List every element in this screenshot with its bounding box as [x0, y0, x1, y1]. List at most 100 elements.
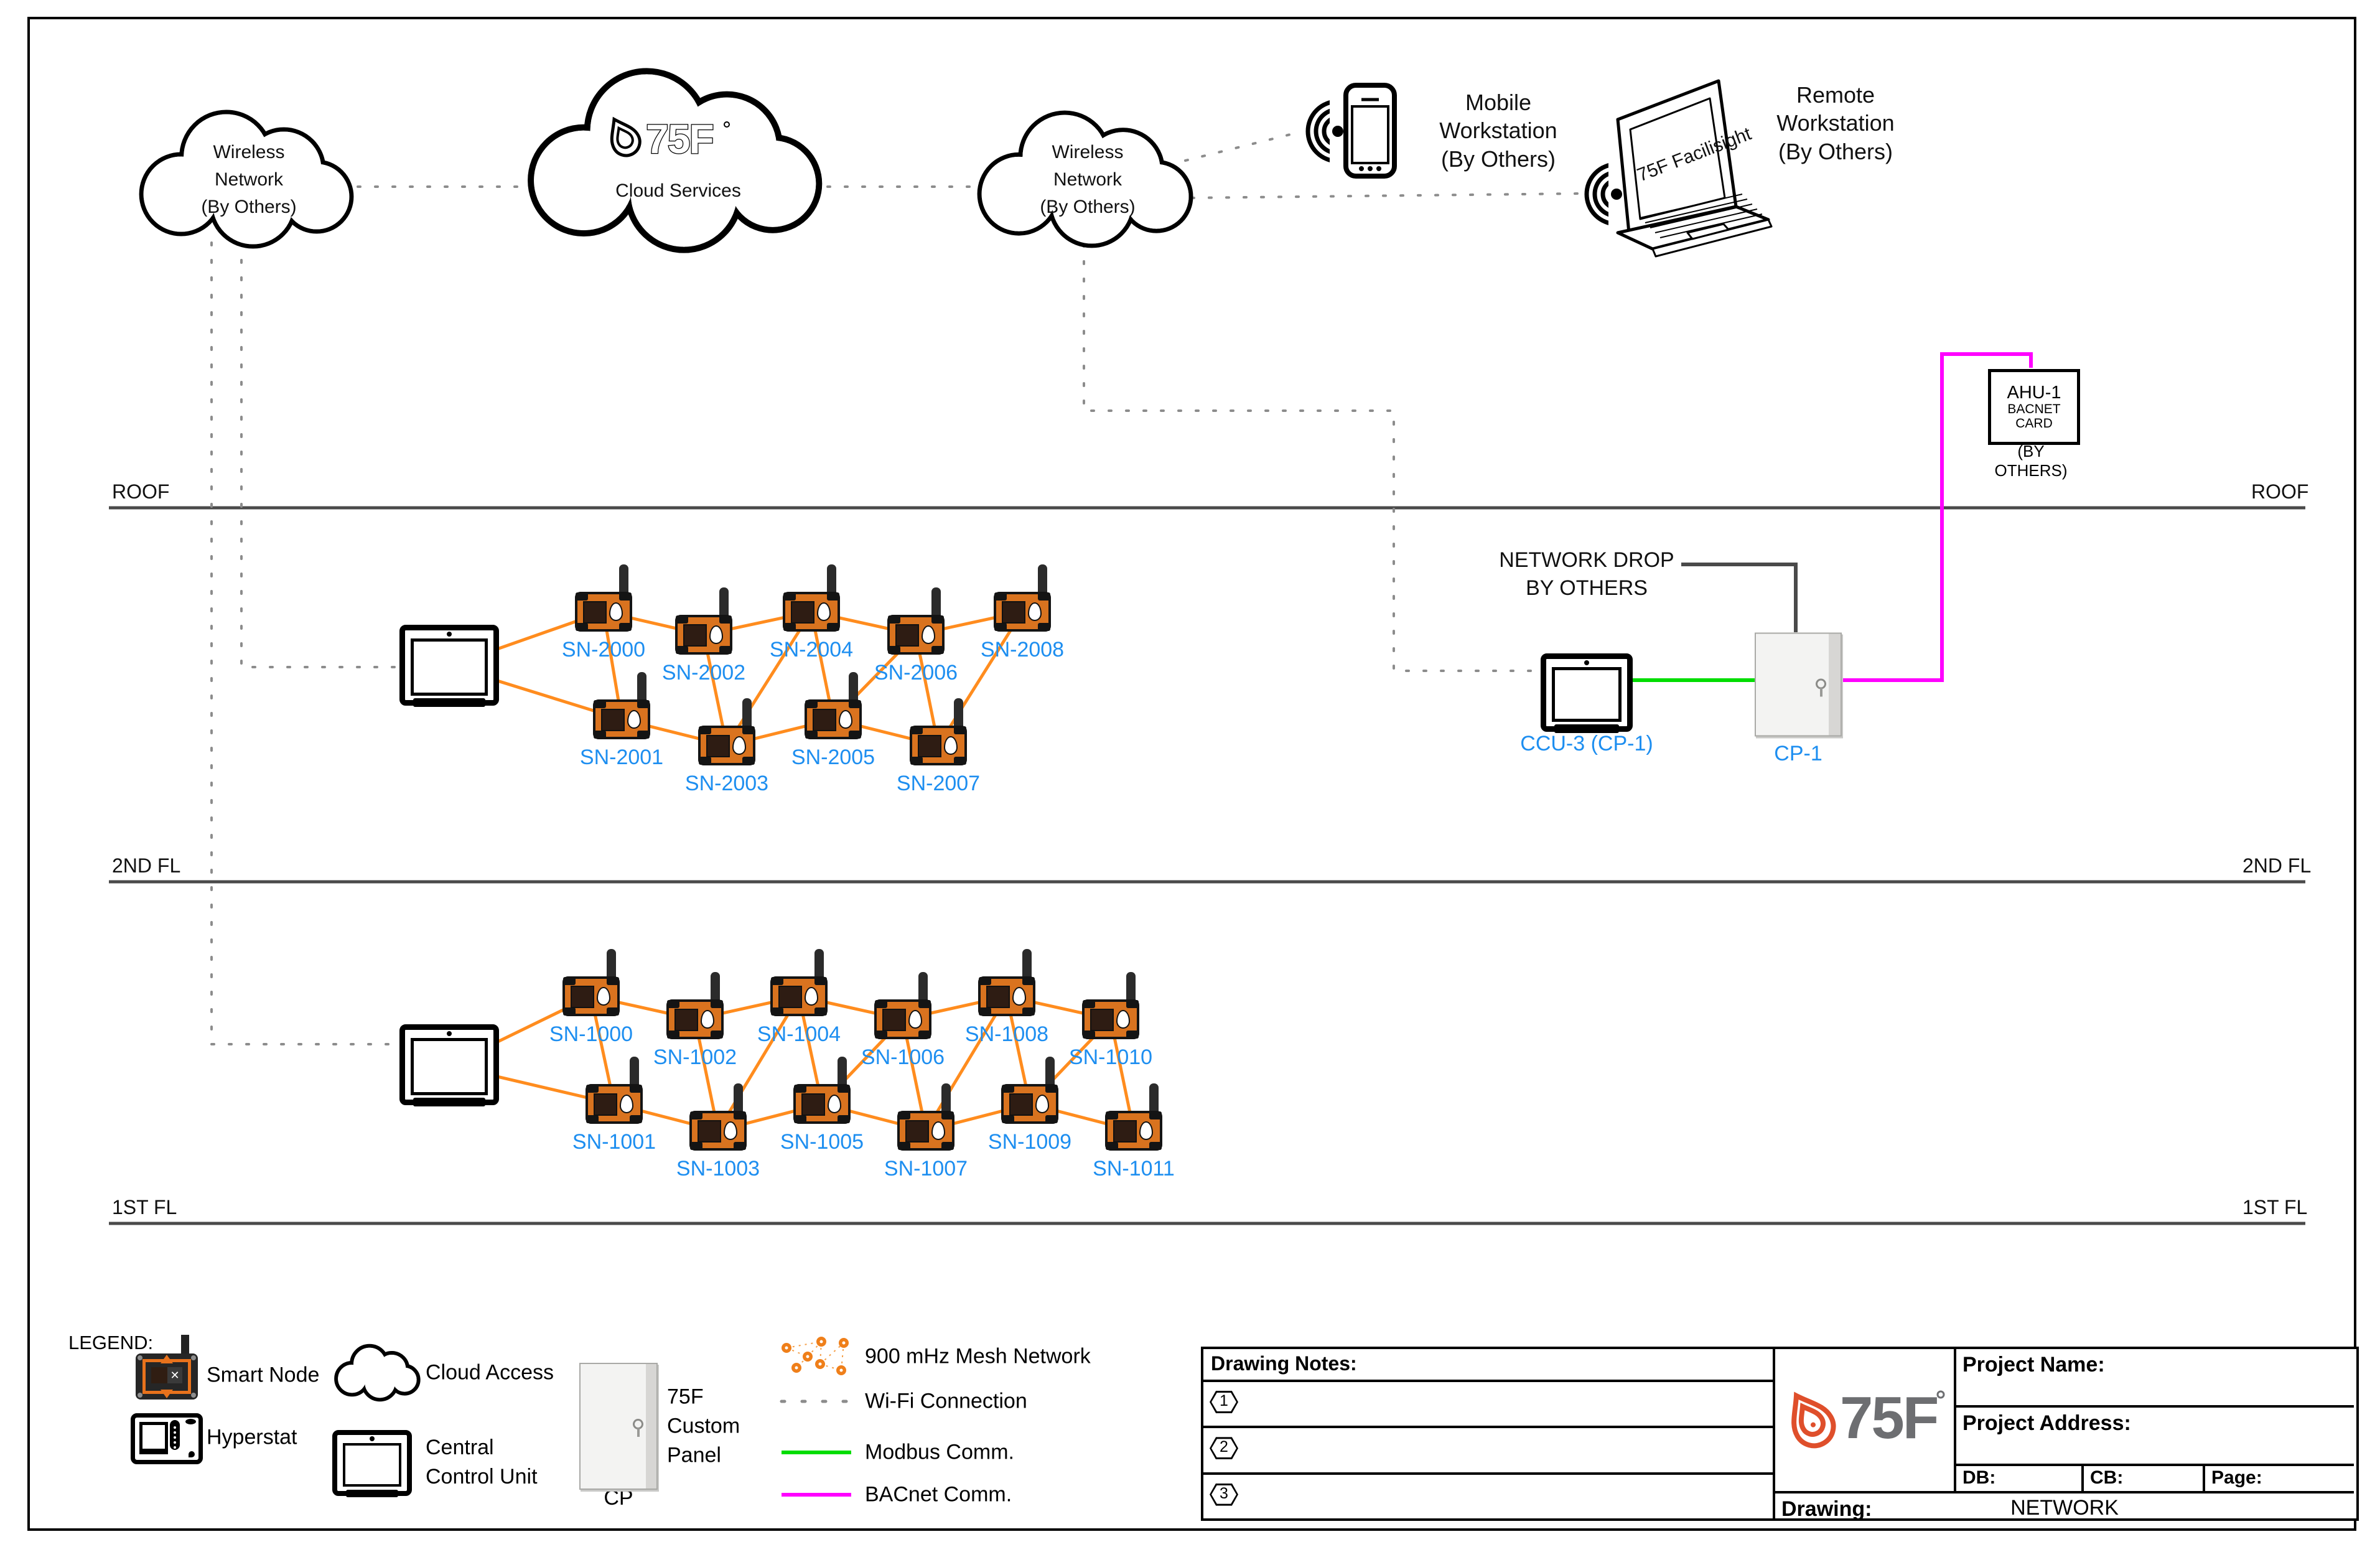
smart-node-label: SN-2004: [769, 638, 854, 661]
node-screen: [706, 735, 730, 757]
remote-workstation-label: Remote Workstation (By Others): [1776, 82, 1895, 164]
smart-node-SN-2004: SN-2004: [770, 564, 853, 661]
smart-node-label: SN-2007: [896, 772, 981, 795]
legend-ccu-icon: [332, 1430, 412, 1497]
wifi-connection-line: [1083, 243, 1539, 672]
smart-node-SN-1009: SN-1009: [988, 1057, 1071, 1154]
drawing-label: Drawing:: [1781, 1497, 1872, 1521]
smart-node-SN-2001: SN-2001: [580, 672, 663, 769]
legend-label-wifi: Wi-Fi Connection: [865, 1389, 1027, 1413]
network-drop-label: NETWORK DROP BY OTHERS: [1499, 548, 1674, 600]
smart-node-body: [910, 726, 967, 765]
sheet-border: [27, 17, 2356, 1531]
brand-logo-cell: 75F: [1775, 1349, 1956, 1491]
antenna-icon: [1126, 972, 1136, 1004]
project-address-cell: Project Address:: [1956, 1408, 2354, 1466]
smart-node-SN-2005: SN-2005: [791, 672, 875, 769]
node-screen: [683, 624, 707, 647]
smart-node-body: [666, 999, 724, 1039]
drop-logo-icon: [908, 1010, 922, 1029]
smart-node-SN-1000: SN-1000: [549, 949, 633, 1046]
drawing-notes-box: Drawing Notes: 1 2 3: [1201, 1347, 1778, 1521]
smart-node-body: [698, 726, 755, 765]
smart-node-label: SN-2001: [579, 745, 664, 769]
antenna-icon: [719, 587, 729, 620]
node-screen: [698, 1120, 721, 1143]
note-marker-2: 2: [1210, 1437, 1238, 1460]
smart-node-body: [575, 592, 632, 632]
legend-label-hyperstat: Hyperstat: [207, 1425, 297, 1449]
smart-node-body: [874, 999, 931, 1039]
smart-node-SN-1001: SN-1001: [572, 1057, 656, 1154]
smart-node-label: SN-1011: [1093, 1157, 1175, 1180]
smart-node-body: [793, 1084, 851, 1124]
drop-logo-icon: [1028, 602, 1042, 621]
legend-label-smart-node: Smart Node: [207, 1363, 320, 1387]
smart-node-body: [675, 615, 732, 655]
page-cell: Page:: [2205, 1466, 2354, 1491]
title-block: 75F Project Name: Project Address: DB: C…: [1773, 1347, 2359, 1521]
antenna-icon: [954, 698, 963, 731]
drop-logo-icon: [1116, 1010, 1130, 1029]
smart-node-label: SN-1008: [964, 1022, 1049, 1046]
drop-logo-icon: [597, 987, 610, 1006]
cloud-label-line: Network: [1053, 169, 1122, 190]
ccu3-monitor: [1541, 653, 1633, 733]
smart-node-body: [978, 976, 1035, 1016]
project-address-label: Project Address:: [1962, 1411, 2131, 1435]
mesh-edge-SN-1004-SN-1003: [716, 995, 801, 1132]
floor-label-2nd-left: 2ND FL: [112, 854, 181, 877]
smart-node-SN-1010: SN-1010: [1069, 972, 1152, 1069]
drawing-notes-title: Drawing Notes:: [1203, 1349, 1775, 1382]
drop-logo-icon: [620, 1095, 633, 1113]
cloud-brand-text: 75F: [646, 116, 713, 162]
node-screen: [594, 1093, 617, 1116]
smart-node-body: [770, 976, 828, 1016]
legend-smart-node-icon: ✕: [136, 1335, 198, 1400]
smart-node-body: [1105, 1111, 1162, 1151]
legend-label-modbus: Modbus Comm.: [865, 1440, 1014, 1464]
drop-logo-icon: [1139, 1121, 1153, 1140]
smart-node-body: [994, 592, 1051, 632]
antenna-icon: [849, 672, 858, 704]
smart-node-body: [586, 1084, 643, 1124]
floor-label-roof-left: ROOF: [112, 480, 170, 503]
smart-node-SN-2000: SN-2000: [562, 564, 645, 661]
node-screen: [1009, 1093, 1033, 1116]
legend-label-cloud: Cloud Access: [426, 1360, 554, 1385]
mobile-workstation-label: Mobile Workstation (By Others): [1439, 90, 1557, 172]
legend-title: LEGEND:: [68, 1332, 154, 1353]
ccu-screen: [411, 638, 488, 696]
smart-node-SN-1004: SN-1004: [757, 949, 841, 1046]
cb-cell: CB:: [2084, 1466, 2205, 1491]
smart-node-body: [805, 699, 862, 739]
drop-logo-icon: [922, 625, 935, 644]
smart-node-label: SN-1005: [780, 1130, 864, 1154]
project-name-label: Project Name:: [1962, 1353, 2105, 1376]
smart-node-label: SN-2006: [874, 661, 958, 685]
cloud-label-line: Wireless: [1052, 142, 1123, 162]
antenna-icon: [918, 972, 928, 1004]
antenna-icon: [711, 972, 720, 1004]
antenna-icon: [619, 564, 628, 597]
legend-cp-panel-icon: [579, 1363, 658, 1490]
floor-label-roof-right: ROOF: [2251, 480, 2309, 503]
drawing-note-row: 2: [1203, 1428, 1775, 1475]
project-name-cell: Project Name:: [1956, 1349, 2354, 1408]
smart-node-SN-1003: SN-1003: [676, 1083, 760, 1180]
bacnet-line: [1842, 352, 2033, 682]
network-drop-line: [1681, 563, 1798, 632]
antenna-icon: [1045, 1057, 1055, 1089]
node-screen: [1002, 601, 1025, 624]
drop-logo-icon: [931, 1121, 945, 1140]
ahu-line: CARD: [2015, 416, 2053, 431]
75f-logo-icon: 75F: [1791, 1385, 1944, 1451]
node-screen: [918, 735, 941, 757]
drop-logo-icon: [839, 710, 852, 729]
smart-node-label: SN-2002: [661, 661, 746, 685]
smart-node-SN-1006: SN-1006: [861, 972, 945, 1069]
smart-node-SN-2007: SN-2007: [897, 698, 980, 795]
